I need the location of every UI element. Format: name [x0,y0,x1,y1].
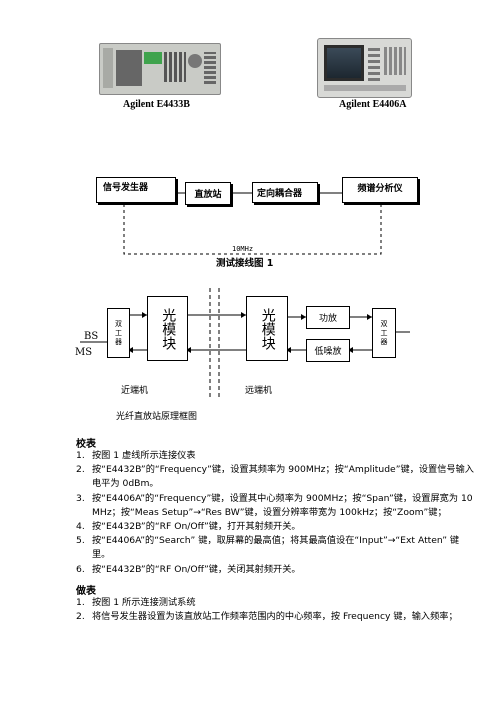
caption-e4406a: Agilent E4406A [339,99,407,110]
optical-module-right: 光模块 [246,296,288,361]
optical-module-left: 光模块 [147,296,188,361]
test-diagram-lines [123,192,382,255]
power-amp-block: 功放 [306,306,350,329]
list-item: 6.按“E4432B”的“RF On/Off”键，关闭其射频开关。 [76,563,301,575]
list-item: 1.按图 1 所示连接测试系统 [76,597,196,608]
list-item: 2.按“E4432B”的“Frequency”键，设置其频率为 900MHz；按… [76,464,474,490]
near-end-label: 近端机 [121,386,149,396]
fiber-diagram-caption: 光纤直放站原理框图 [116,412,198,422]
spectrum-analyzer-photo [317,38,412,98]
duplexer-right: 双工器 [372,308,396,358]
test-diagram-caption: 测试接线图 1 [216,258,274,269]
spectrum-analyzer-block: 频谱分析仪 [342,177,418,203]
measurement-heading: 做表 [76,586,96,597]
calibration-steps: 1.按图 1 虚线所示连接仪表 2.按“E4432B”的“Frequency”键… [76,449,476,577]
ref-10mhz-label: 10MHz [232,245,254,253]
coupler-block: 定向耦合器 [252,182,318,203]
measurement-steps: 1.按图 1 所示连接测试系统 2.将信号发生器设置为该直放站工作频率范围内的中… [76,596,476,624]
list-item: 1.按图 1 虚线所示连接仪表 [76,450,196,461]
ms-label: MS [75,347,93,358]
far-end-label: 远端机 [245,386,273,396]
list-item: 2.将信号发生器设置为该直放站工作频率范围内的中心频率，按 Frequency … [76,611,458,623]
fiber-diagram-lines [80,288,410,397]
list-item: 3.按“E4406A”的“Frequency”键，设置其中心频率为 900MHz… [76,492,473,518]
list-item: 4.按“E4432B”的“RF On/Off”键，打开其射频开关。 [76,521,301,533]
signal-generator-block: 信号发生器 [96,177,176,203]
duplexer-left: 双工器 [107,308,130,358]
signal-generator-photo [99,43,221,95]
list-item: 5.按“E4406A”的“Search” 键，取屏幕的最高值；将其最高值设在“I… [76,535,460,561]
caption-e4433b: Agilent E4433B [123,99,190,110]
calibration-heading: 校表 [76,439,96,450]
repeater-block: 直放站 [185,182,231,205]
lna-block: 低噪放 [306,339,350,362]
bs-label: BS [84,331,99,342]
